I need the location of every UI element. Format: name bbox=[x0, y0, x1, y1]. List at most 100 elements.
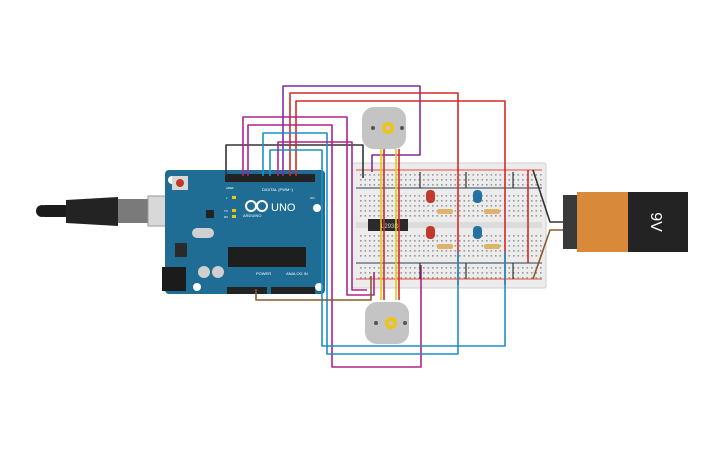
breadboard-hole bbox=[508, 250, 511, 252]
breadboard[interactable] bbox=[351, 162, 547, 289]
breadboard-hole bbox=[454, 205, 457, 207]
breadboard-hole bbox=[400, 277, 403, 279]
breadboard-hole bbox=[364, 184, 367, 186]
breadboard-hole bbox=[508, 184, 511, 186]
breadboard-hole bbox=[472, 174, 475, 176]
breadboard-hole bbox=[454, 215, 457, 217]
breadboard-hole bbox=[481, 200, 484, 202]
breadboard-hole bbox=[454, 245, 457, 247]
breadboard-hole bbox=[490, 195, 493, 197]
breadboard-hole bbox=[459, 272, 461, 274]
breadboard-hole bbox=[445, 272, 448, 274]
breadboard-hole bbox=[477, 250, 479, 252]
analog-header[interactable] bbox=[271, 287, 315, 294]
wire-magenta-3[interactable] bbox=[277, 141, 367, 291]
breadboard-hole bbox=[373, 200, 376, 202]
arduino-uno-board[interactable]: UNO ARDUINO DIGITAL (PWM~) POWER ANALOG … bbox=[162, 170, 325, 294]
breadboard-hole bbox=[490, 240, 493, 242]
breadboard-hole bbox=[409, 255, 412, 257]
wire-blue-1[interactable] bbox=[262, 132, 459, 355]
resistor-4[interactable] bbox=[484, 244, 500, 249]
breadboard-hole bbox=[409, 250, 412, 252]
breadboard-hole bbox=[432, 174, 434, 176]
wire-battery-brown[interactable] bbox=[532, 229, 563, 280]
breadboard-hole bbox=[373, 195, 376, 197]
reset-button-cap[interactable] bbox=[176, 179, 184, 187]
breadboard-hole bbox=[391, 210, 394, 212]
wire-magenta-1[interactable] bbox=[242, 116, 375, 296]
battery-9v[interactable]: 9V bbox=[563, 192, 688, 252]
wire-blue-2[interactable] bbox=[269, 149, 506, 347]
breadboard-hole bbox=[387, 205, 389, 207]
breadboard-hole bbox=[499, 267, 502, 269]
motor-top[interactable] bbox=[362, 107, 406, 149]
resistor-3[interactable] bbox=[437, 244, 453, 249]
breadboard-hole bbox=[405, 250, 407, 252]
usb-cable-icon[interactable] bbox=[36, 195, 179, 227]
breadboard-hole bbox=[400, 245, 403, 247]
breadboard-hole bbox=[378, 174, 380, 176]
resistor-1[interactable] bbox=[437, 209, 453, 214]
breadboard-hole bbox=[459, 179, 461, 181]
breadboard-hole bbox=[481, 250, 484, 252]
battery-label: 9V bbox=[647, 212, 664, 232]
l293d-chip[interactable]: L293D bbox=[368, 219, 408, 231]
breadboard-hole bbox=[450, 205, 452, 207]
breadboard-hole bbox=[499, 205, 502, 207]
breadboard-hole bbox=[378, 184, 380, 186]
breadboard-hole bbox=[522, 240, 524, 242]
arduino-logo-icon bbox=[245, 200, 268, 212]
breadboard-hole bbox=[427, 184, 430, 186]
breadboard-hole bbox=[490, 200, 493, 202]
resistor-icon bbox=[484, 209, 500, 214]
wire-brown[interactable] bbox=[255, 276, 372, 301]
led-blue-top[interactable] bbox=[473, 190, 482, 203]
breadboard-hole bbox=[526, 272, 529, 274]
breadboard-hole bbox=[513, 200, 515, 202]
breadboard-hole bbox=[459, 174, 461, 176]
breadboard-hole bbox=[364, 240, 367, 242]
wire-battery-black[interactable] bbox=[532, 169, 563, 223]
breadboard-hole bbox=[378, 200, 380, 202]
led-blue-bottom[interactable] bbox=[473, 226, 482, 239]
power-header[interactable] bbox=[227, 287, 267, 294]
breadboard-hole bbox=[450, 195, 452, 197]
breadboard-hole bbox=[414, 200, 416, 202]
breadboard-hole bbox=[445, 240, 448, 242]
digital-header[interactable] bbox=[225, 174, 315, 182]
breadboard-hole bbox=[387, 215, 389, 217]
breadboard-hole bbox=[513, 277, 515, 279]
wire-purple[interactable] bbox=[282, 85, 421, 176]
led-icon bbox=[426, 190, 435, 203]
led-red-top[interactable] bbox=[426, 190, 435, 203]
breadboard-hole bbox=[360, 195, 362, 197]
wire-red-2[interactable] bbox=[295, 100, 506, 285]
breadboard-hole bbox=[490, 277, 493, 279]
breadboard-hole bbox=[391, 255, 394, 257]
breadboard-hole bbox=[499, 240, 502, 242]
breadboard-hole bbox=[499, 179, 502, 181]
wire-black[interactable] bbox=[225, 144, 364, 178]
breadboard-hole bbox=[531, 267, 533, 269]
breadboard-hole bbox=[459, 205, 461, 207]
breadboard-hole bbox=[414, 174, 416, 176]
breadboard-hole bbox=[472, 240, 475, 242]
breadboard-hole bbox=[364, 245, 367, 247]
wire-magenta-2[interactable] bbox=[247, 124, 422, 368]
breadboard-hole bbox=[522, 250, 524, 252]
breadboard-hole bbox=[378, 245, 380, 247]
breadboard-hole bbox=[373, 179, 376, 181]
led-red-bottom[interactable] bbox=[426, 226, 435, 239]
breadboard-hole bbox=[522, 277, 524, 279]
mount-hole bbox=[313, 204, 321, 212]
wire-red-1[interactable] bbox=[289, 92, 459, 285]
breadboard-hole bbox=[387, 272, 389, 274]
breadboard-hole bbox=[477, 174, 479, 176]
resistor-2[interactable] bbox=[484, 209, 500, 214]
motor-bottom[interactable] bbox=[365, 302, 409, 344]
breadboard-hole bbox=[463, 245, 466, 247]
breadboard-hole bbox=[486, 179, 488, 181]
power-jack[interactable] bbox=[162, 267, 186, 291]
arduino-brand-text: ARDUINO bbox=[243, 213, 261, 218]
